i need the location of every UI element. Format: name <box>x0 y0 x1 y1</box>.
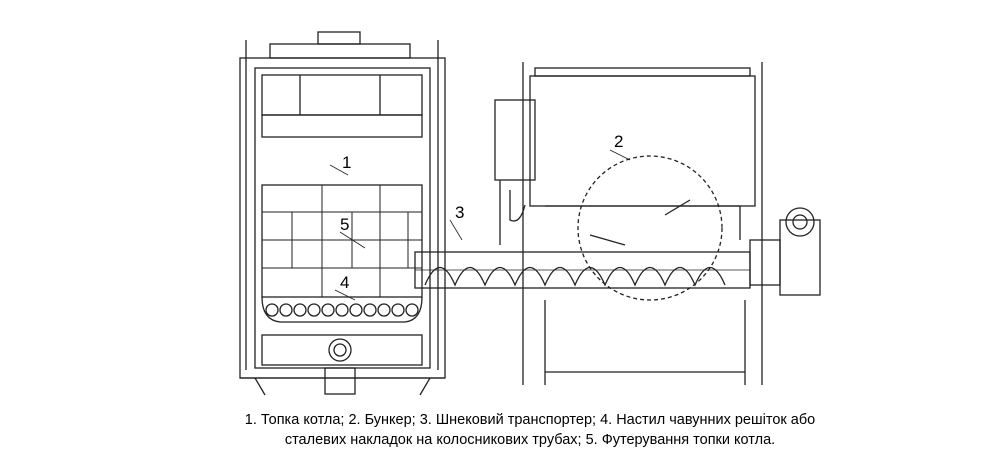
label-grate: 4 <box>340 273 349 292</box>
label-furnace: 1 <box>342 153 351 172</box>
auger-drawing <box>414 251 751 289</box>
motor-drawing <box>749 207 821 296</box>
caption-line-1: 1. Топка котла; 2. Бункер; 3. Шнековий т… <box>244 412 816 428</box>
label-lining: 5 <box>340 215 349 234</box>
caption-line-2: сталевих накладок на колосникових трубах… <box>284 432 776 448</box>
grate-tubes <box>265 303 419 317</box>
label-hopper: 2 <box>614 132 623 151</box>
label-auger: 3 <box>455 203 464 222</box>
boiler-drawing <box>239 31 446 396</box>
hopper-drawing <box>494 62 763 385</box>
